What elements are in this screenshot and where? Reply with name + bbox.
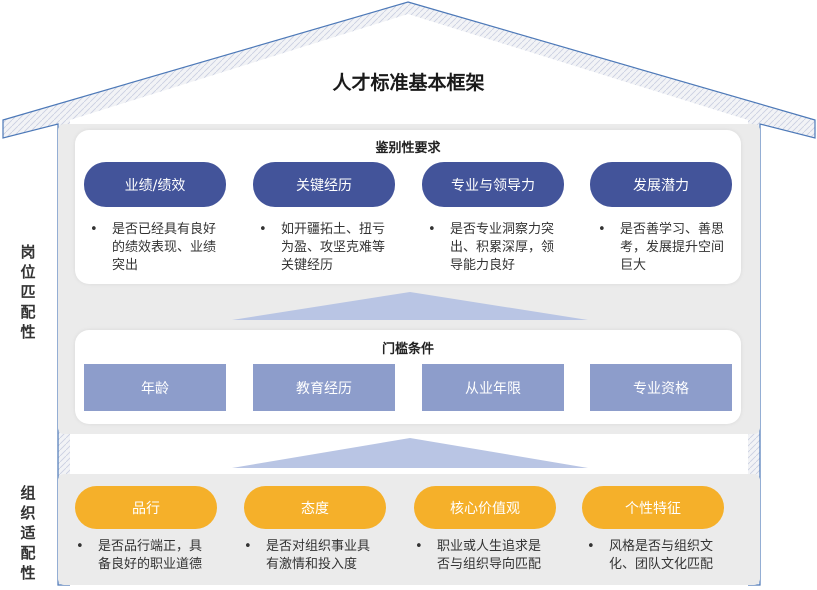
pill-personality: 个性特征: [582, 486, 724, 529]
pill-performance: 业绩/绩效: [84, 162, 226, 207]
side-label-org-fit: 组织适配性: [20, 484, 36, 582]
threshold-age: 年龄: [84, 364, 226, 411]
desc-personality: •风格是否与组织文化、团队文化匹配: [587, 539, 714, 572]
desc-core-values: •职业或人生追求是否与组织导向匹配: [415, 539, 542, 572]
threshold-qualification: 专业资格: [590, 364, 732, 411]
pill-development-potential: 发展潜力: [590, 162, 732, 207]
threshold-title: 门槛条件: [381, 342, 434, 357]
desc-performance: •是否已经具有良好的绩效表现、业绩突出: [90, 222, 217, 273]
pill-attitude: 态度: [244, 486, 386, 529]
desc-development-potential: •是否善学习、善思考，发展提升空间巨大: [598, 222, 725, 273]
upward-arrow-bottom: [232, 438, 588, 468]
pill-core-values: 核心价值观: [414, 486, 556, 529]
threshold-years: 从业年限: [422, 364, 564, 411]
identification-title: 鉴别性要求: [375, 141, 441, 156]
desc-key-experience: •如开疆拓土、扭亏为盈、攻坚克难等关键经历: [259, 222, 386, 273]
pill-conduct: 品行: [75, 486, 217, 529]
desc-conduct: •是否品行端正，具备良好的职业道德: [76, 539, 203, 572]
pill-key-experience: 关键经历: [253, 162, 395, 207]
identification-panel: [75, 130, 741, 284]
desc-professional-leadership: •是否专业洞察力突出、积累深厚，领导能力良好: [428, 222, 555, 273]
upward-arrow-top: [232, 292, 588, 320]
desc-attitude: •是否对组织事业具有激情和投入度: [244, 539, 371, 572]
page-title: 人才标准基本框架: [332, 72, 485, 94]
threshold-education: 教育经历: [253, 364, 395, 411]
pill-professional-leadership: 专业与领导力: [422, 162, 564, 207]
side-label-post-match: 岗位匹配性: [20, 243, 36, 341]
